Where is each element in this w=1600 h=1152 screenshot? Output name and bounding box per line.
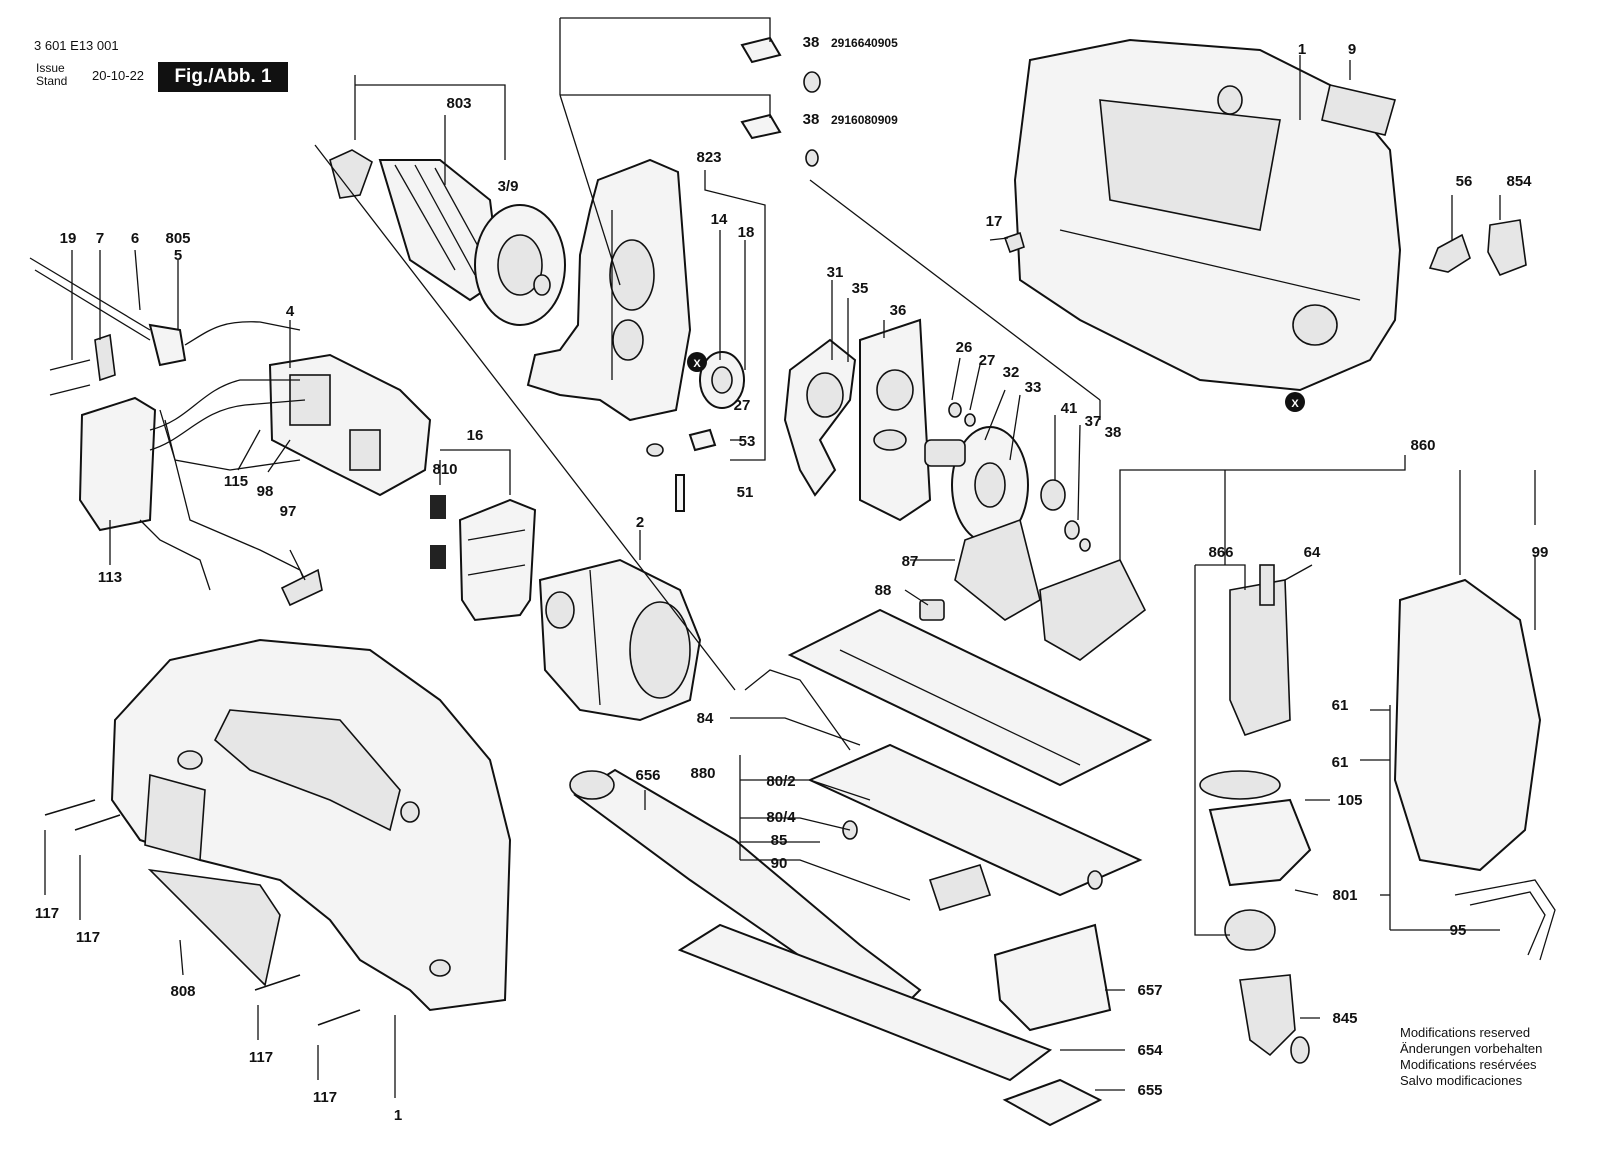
callout-31: 31 bbox=[827, 264, 844, 281]
callout-117d: 117 bbox=[313, 1089, 337, 1106]
callout-4: 4 bbox=[286, 303, 295, 320]
armature-drawing bbox=[329, 149, 566, 326]
callout-84: 84 bbox=[697, 710, 714, 727]
callout-88: 88 bbox=[875, 582, 892, 599]
figure-title: Fig./Abb. 1 bbox=[158, 62, 288, 92]
callout-117b: 117 bbox=[76, 929, 100, 946]
callout-labels: 1 9 803 3/9 823 14 18 38 2916640905 38 2… bbox=[35, 34, 1548, 1124]
callout-801: 801 bbox=[1332, 887, 1357, 904]
callout-1b: 1 bbox=[394, 1107, 402, 1124]
callout-7: 7 bbox=[96, 230, 104, 247]
callout-61a: 61 bbox=[1332, 697, 1349, 714]
callout-37: 37 bbox=[1085, 413, 1102, 430]
callout-64: 64 bbox=[1304, 544, 1321, 561]
callout-41: 41 bbox=[1061, 400, 1078, 417]
callout-810: 810 bbox=[432, 461, 457, 478]
note-line-2: Änderungen vorbehalten bbox=[1400, 1041, 1543, 1056]
callout-33: 33 bbox=[1025, 379, 1042, 396]
handle-housing-drawing bbox=[44, 638, 512, 1026]
callout-5: 5 bbox=[174, 247, 182, 264]
callout-87: 87 bbox=[902, 553, 919, 570]
callout-97: 97 bbox=[280, 503, 297, 520]
x-marker-b: X bbox=[1285, 392, 1305, 412]
callout-657: 657 bbox=[1137, 982, 1162, 999]
callout-115: 115 bbox=[224, 473, 248, 490]
brush-holder-drawing bbox=[430, 495, 537, 622]
callout-860: 860 bbox=[1410, 437, 1435, 454]
callout-655: 655 bbox=[1137, 1082, 1162, 1099]
callout-80-4: 80/4 bbox=[766, 809, 796, 826]
callout-105: 105 bbox=[1337, 792, 1362, 809]
front-cover-drawing bbox=[1199, 564, 1556, 1064]
baseplate-drawing bbox=[744, 518, 1153, 911]
callout-2: 2 bbox=[636, 514, 644, 531]
note-line-4: Salvo modificaciones bbox=[1400, 1073, 1523, 1088]
pins-drawing bbox=[646, 36, 821, 512]
callout-17: 17 bbox=[986, 213, 1003, 230]
housing-drawing bbox=[1003, 38, 1527, 392]
callout-80-2: 80/2 bbox=[766, 773, 795, 790]
callout-117c: 117 bbox=[249, 1049, 273, 1066]
callout-845: 845 bbox=[1332, 1010, 1357, 1027]
callout-35: 35 bbox=[852, 280, 869, 297]
callout-38a: 38 bbox=[803, 34, 820, 51]
issue-label: Issue bbox=[36, 61, 65, 75]
callout-113: 113 bbox=[98, 569, 122, 586]
callout-85: 85 bbox=[771, 832, 788, 849]
svg-text:X: X bbox=[693, 358, 701, 370]
document-code: 3 601 E13 001 bbox=[34, 38, 119, 53]
callout-26: 26 bbox=[956, 339, 973, 356]
part-code-a: 2916640905 bbox=[831, 36, 898, 50]
callout-866: 866 bbox=[1208, 544, 1233, 561]
dust-extraction-drawing bbox=[569, 768, 1112, 1127]
callout-38c: 38 bbox=[1105, 424, 1122, 441]
callout-51: 51 bbox=[737, 484, 754, 501]
callout-9: 9 bbox=[1348, 41, 1356, 58]
callout-1: 1 bbox=[1298, 41, 1306, 58]
callout-53: 53 bbox=[739, 433, 756, 450]
part-code-b: 2916080909 bbox=[831, 113, 898, 127]
callout-14: 14 bbox=[711, 211, 728, 228]
callout-805: 805 bbox=[165, 230, 190, 247]
callout-823: 823 bbox=[696, 149, 721, 166]
modifications-note: Modifications reserved Änderungen vorbeh… bbox=[1400, 1025, 1542, 1089]
callout-6: 6 bbox=[131, 230, 139, 247]
callout-18: 18 bbox=[738, 224, 755, 241]
callout-98: 98 bbox=[257, 483, 274, 500]
callout-808: 808 bbox=[170, 983, 195, 1000]
callout-56: 56 bbox=[1456, 173, 1473, 190]
callout-61b: 61 bbox=[1332, 754, 1349, 771]
motor-bracket-drawing bbox=[526, 158, 692, 422]
callout-16: 16 bbox=[467, 427, 484, 444]
callout-32: 32 bbox=[1003, 364, 1020, 381]
callout-3-9: 3/9 bbox=[498, 178, 519, 195]
note-line-3: Modifications resérvées bbox=[1400, 1057, 1537, 1072]
callout-19: 19 bbox=[60, 230, 77, 247]
svg-text:X: X bbox=[1291, 398, 1299, 410]
stand-label: Stand bbox=[36, 74, 68, 88]
callout-803: 803 bbox=[446, 95, 471, 112]
callout-27a: 27 bbox=[734, 397, 751, 414]
callout-38b: 38 bbox=[803, 111, 820, 128]
leader-lines bbox=[44, 17, 1536, 1098]
gear-train-drawing bbox=[783, 318, 1091, 552]
callout-95: 95 bbox=[1450, 922, 1467, 939]
stator-drawing bbox=[538, 558, 702, 722]
callout-880: 880 bbox=[690, 765, 715, 782]
issue-date: 20-10-22 bbox=[92, 68, 145, 83]
callout-117a: 117 bbox=[35, 905, 59, 922]
callout-854: 854 bbox=[1506, 173, 1532, 190]
callout-27b: 27 bbox=[979, 352, 996, 369]
switch-assembly-drawing bbox=[29, 257, 432, 607]
callout-36: 36 bbox=[890, 302, 907, 319]
callout-656: 656 bbox=[635, 767, 660, 784]
callout-90: 90 bbox=[771, 855, 788, 872]
issue-stand-label: Issue Stand bbox=[36, 62, 67, 88]
callout-99: 99 bbox=[1532, 544, 1549, 561]
callout-654: 654 bbox=[1137, 1042, 1163, 1059]
note-line-1: Modifications reserved bbox=[1400, 1025, 1531, 1040]
x-marker-a: X bbox=[687, 352, 707, 372]
